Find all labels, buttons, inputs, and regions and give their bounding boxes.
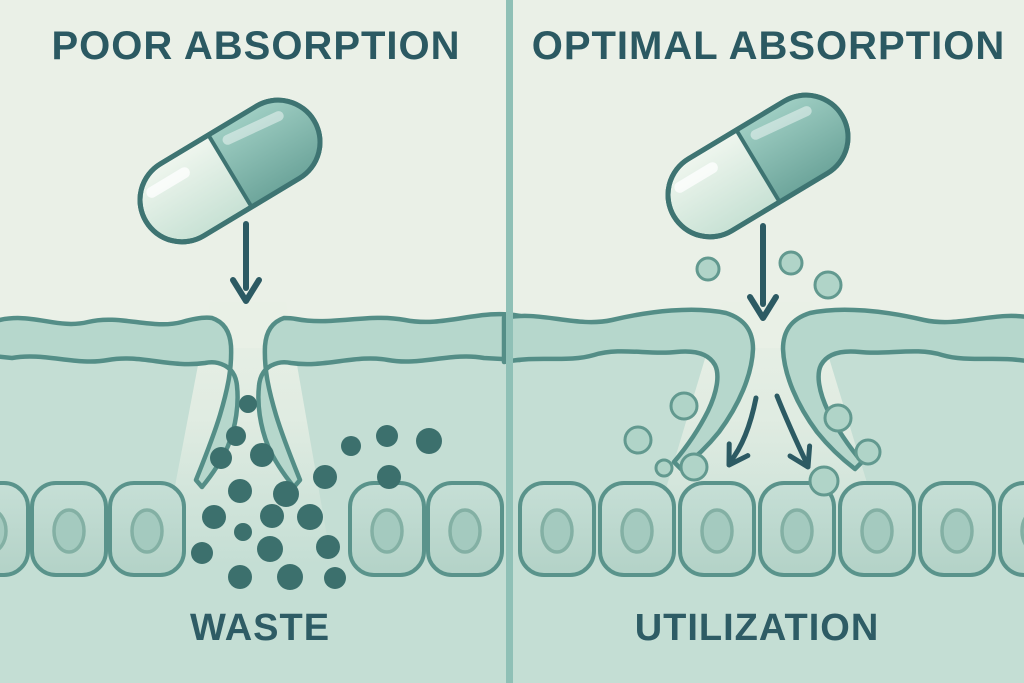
optimal-absorption-title: OPTIMAL ABSORPTION bbox=[531, 24, 1006, 68]
epithelial-cell bbox=[30, 481, 108, 577]
nutrient-bubble bbox=[654, 458, 674, 478]
cell-nucleus bbox=[0, 511, 8, 551]
cell-nucleus bbox=[780, 508, 814, 554]
epithelial-cell bbox=[758, 481, 836, 577]
waste-dot bbox=[226, 426, 246, 446]
capsule-right bbox=[665, 92, 851, 240]
epithelial-cell bbox=[518, 481, 596, 577]
cell-nucleus bbox=[540, 508, 574, 554]
nutrient-bubble bbox=[695, 256, 721, 282]
main-arrow-left bbox=[230, 221, 262, 304]
membrane-band-right-piece bbox=[256, 311, 523, 490]
nutrient-bubble bbox=[778, 250, 804, 276]
waste-dot bbox=[297, 504, 323, 530]
poor-absorption-title: POOR ABSORPTION bbox=[51, 24, 461, 68]
waste-dot bbox=[277, 564, 303, 590]
nutrient-bubble bbox=[679, 452, 709, 482]
waste-dot bbox=[210, 447, 232, 469]
cell-nucleus bbox=[52, 508, 86, 554]
cell-nucleus bbox=[448, 508, 482, 554]
epithelial-cell bbox=[998, 481, 1024, 577]
waste-dot bbox=[260, 504, 284, 528]
waste-dot bbox=[228, 565, 252, 589]
cell-row-left bbox=[0, 481, 504, 577]
epithelial-cell bbox=[598, 481, 676, 577]
waste-particles bbox=[191, 395, 442, 590]
cell-nucleus bbox=[700, 508, 734, 554]
main-arrow-right bbox=[747, 223, 779, 321]
nutrient-bubble bbox=[808, 465, 840, 497]
cell-nucleus bbox=[860, 508, 894, 554]
cell-nucleus bbox=[370, 508, 404, 554]
waste-dot bbox=[234, 523, 252, 541]
nutrient-bubble bbox=[823, 403, 853, 433]
waste-dot bbox=[202, 505, 226, 529]
membrane-band-left-piece bbox=[0, 315, 240, 490]
nutrient-particles bbox=[623, 250, 882, 497]
epithelial-cell bbox=[108, 481, 186, 577]
epithelial-cell bbox=[348, 481, 426, 577]
waste-dot bbox=[313, 465, 337, 489]
utilization-label: UTILIZATION bbox=[634, 607, 880, 649]
panel-divider bbox=[506, 0, 513, 683]
cell-row-right bbox=[518, 481, 1024, 577]
membrane-left-panel bbox=[0, 311, 523, 490]
flow-arrow-left bbox=[726, 395, 759, 468]
epithelial-cell bbox=[918, 481, 996, 577]
epithelial-cell bbox=[426, 481, 504, 577]
nutrient-bubble bbox=[623, 425, 653, 455]
cell-nucleus bbox=[620, 508, 654, 554]
waste-dot bbox=[239, 395, 257, 413]
waste-label: WASTE bbox=[189, 607, 331, 649]
waste-dot bbox=[191, 542, 213, 564]
waste-dot bbox=[250, 443, 274, 467]
nutrient-bubble bbox=[854, 438, 882, 466]
epithelial-cell bbox=[0, 481, 30, 577]
cell-nucleus bbox=[940, 508, 974, 554]
capsule-left bbox=[137, 97, 323, 245]
nutrient-bubble bbox=[669, 391, 699, 421]
waste-dot bbox=[377, 465, 401, 489]
cell-nucleus bbox=[130, 508, 164, 554]
nutrient-bubble bbox=[813, 270, 843, 300]
waste-dot bbox=[257, 536, 283, 562]
epithelial-cell bbox=[838, 481, 916, 577]
flow-arrow-right bbox=[774, 393, 813, 470]
epithelial-cell bbox=[678, 481, 756, 577]
membrane-flap-right bbox=[780, 307, 1024, 472]
waste-dot bbox=[228, 479, 252, 503]
waste-dot bbox=[324, 567, 346, 589]
waste-dot bbox=[316, 535, 340, 559]
waste-dot bbox=[341, 436, 361, 456]
waste-dot bbox=[376, 425, 398, 447]
waste-dot bbox=[273, 481, 299, 507]
waste-dot bbox=[416, 428, 442, 454]
